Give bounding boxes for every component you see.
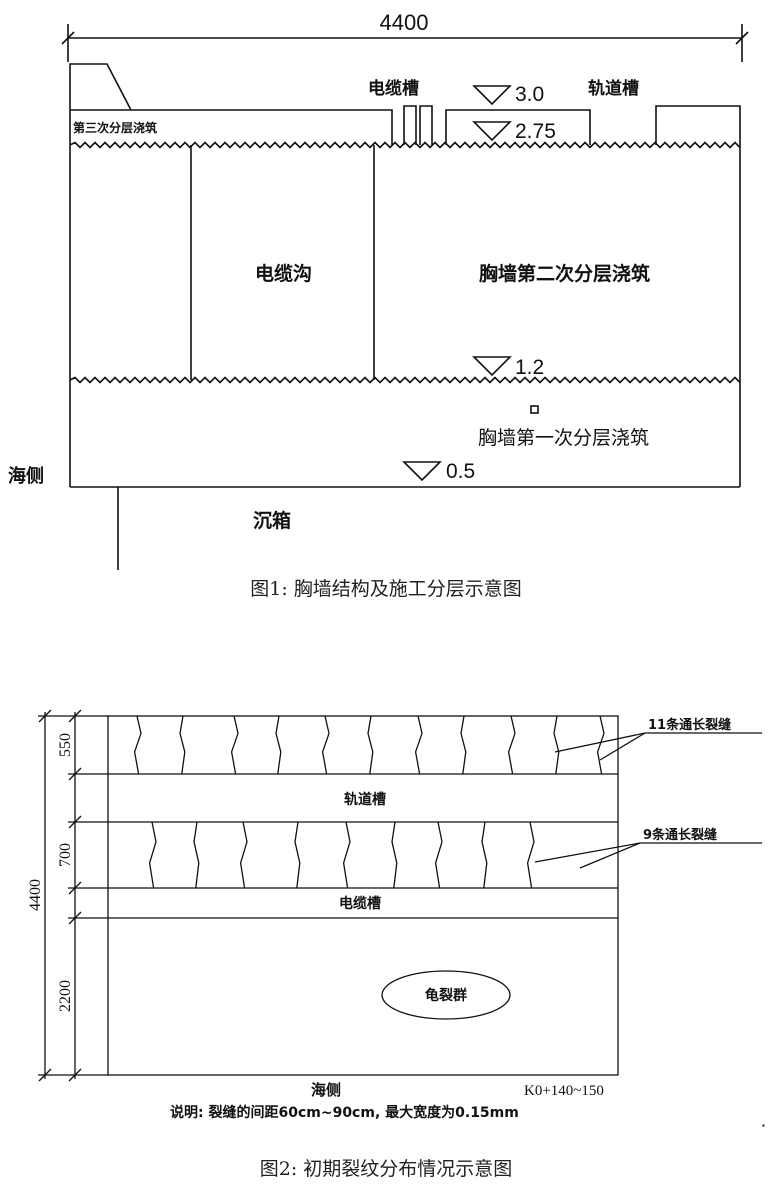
label-crack-group: 龟裂群: [425, 987, 467, 1004]
elev-triangle-1-2: [472, 356, 512, 377]
crack-line: [434, 821, 443, 889]
crack-line: [460, 715, 467, 775]
fig1-caption: 图1: 胸墙结构及施工分层示意图: [250, 578, 522, 600]
label-first-pour: 胸墙第一次分层浇筑: [478, 427, 649, 449]
crack-line: [507, 715, 516, 775]
label-third-pour: 第三次分层浇筑: [73, 120, 157, 135]
label-cable-trough-plan: 电缆槽: [339, 895, 381, 912]
elev-triangle-2-75: [472, 121, 512, 142]
crack-line: [553, 715, 560, 775]
label-9-cracks: 9条通长裂缝: [643, 827, 717, 843]
label-cable-trench: 电缆沟: [255, 262, 312, 285]
fig1-small-square: [530, 405, 539, 414]
crack-line: [148, 821, 157, 889]
fig1-top-profile: [69, 63, 741, 145]
elev-text-0-5: 0.5: [446, 460, 475, 483]
label-second-pour: 胸墙第二次分层浇筑: [479, 262, 650, 285]
fig2-dim-550: 550: [57, 733, 74, 757]
corner-mark: ▪: [762, 1121, 765, 1130]
crack-line: [294, 821, 301, 889]
fig2-dimension-chain: [38, 709, 108, 1082]
figure-2: [38, 709, 762, 1082]
label-11-cracks: 11条通长裂缝: [648, 717, 731, 733]
crack-line: [596, 715, 605, 775]
label-cable-trough: 电缆槽: [368, 78, 419, 99]
crack-line: [391, 821, 398, 889]
crack-line: [526, 821, 535, 889]
label-sea-side-plan: 海侧: [311, 1081, 341, 1099]
fig2-dim-2200: 2200: [57, 980, 74, 1012]
fig1-dimension-text: 4400: [380, 10, 429, 35]
fig2-dim-700: 700: [57, 843, 74, 867]
crack-line: [193, 821, 200, 889]
fig2-cracks-11: [133, 715, 605, 775]
fig2-note: 说明: 裂缝的间距60cm~90cm, 最大宽度为0.15mm: [170, 1104, 519, 1121]
elev-triangle-3-0: [472, 85, 512, 106]
crack-line: [481, 821, 488, 889]
crack-line: [179, 715, 186, 775]
crack-line: [321, 715, 330, 775]
elev-text-3-0: 3.0: [515, 83, 544, 106]
crack-line: [239, 821, 248, 889]
fig1-joint-upper: [69, 141, 741, 149]
fig2-caption: 图2: 初期裂纹分布情况示意图: [260, 1158, 513, 1180]
elev-text-1-2: 1.2: [515, 356, 544, 379]
fig2-plan-outline: [107, 715, 619, 1076]
crack-line: [230, 715, 239, 775]
fig1-wall-outline: [69, 145, 741, 488]
crack-line: [275, 715, 282, 775]
fig2-dim-total: 4400: [27, 879, 44, 911]
crack-line: [342, 821, 351, 889]
fig2-leader-9: [534, 842, 762, 869]
fig1-dimension-line: [61, 24, 749, 62]
label-station: K0+140~150: [524, 1083, 604, 1099]
fig1-joint-lower: [69, 376, 741, 384]
figure-1: [61, 24, 749, 570]
label-rail-trough: 轨道槽: [588, 78, 639, 99]
crack-line: [414, 715, 423, 775]
label-caisson: 沉箱: [253, 509, 291, 532]
label-sea-side: 海侧: [8, 465, 44, 487]
label-rail-trough-plan: 轨道槽: [344, 791, 386, 808]
crack-group-ellipse: [381, 970, 511, 1020]
fig2-cracks-9: [148, 821, 535, 889]
fig2-leader-11: [554, 732, 762, 761]
crack-line: [367, 715, 374, 775]
elev-text-2-75: 2.75: [515, 120, 556, 143]
crack-line: [133, 715, 142, 775]
elev-triangle-0-5: [402, 461, 442, 482]
